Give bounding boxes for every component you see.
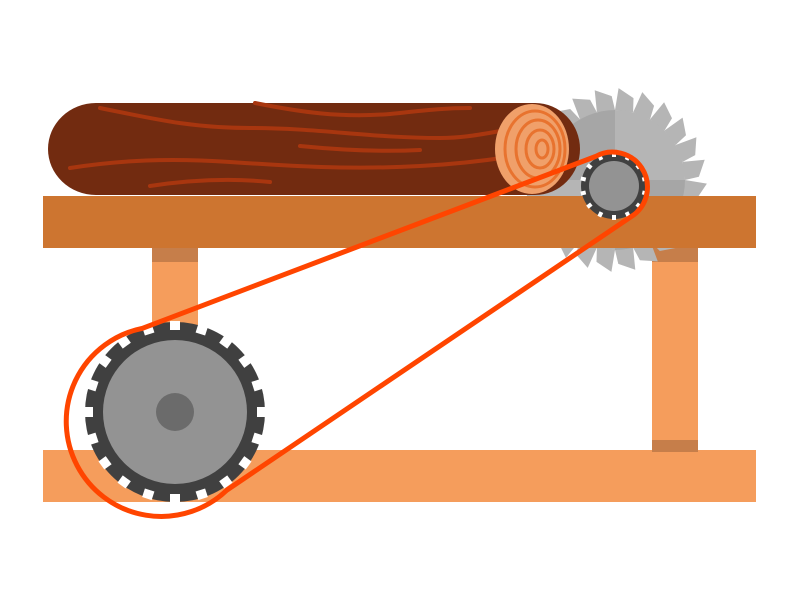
drive-pulley-notch — [219, 475, 233, 489]
drive-pulley-notch — [219, 335, 233, 349]
drive-pulley-notch — [98, 354, 112, 368]
drive-belt-icon — [63, 149, 650, 519]
wood-log-icon — [48, 101, 580, 195]
blade-pulley-notch — [597, 211, 604, 218]
right-leg-cap — [652, 248, 698, 262]
left-leg-cap — [152, 248, 198, 262]
drive-pulley-notch — [170, 321, 180, 330]
drive-pulley-notch — [98, 456, 112, 470]
drive-pulley-notch — [238, 354, 252, 368]
table-top — [43, 196, 756, 248]
drive-pulley-notch — [251, 432, 264, 445]
blade-pulley-notch — [612, 215, 616, 220]
drive-pulley-icon — [84, 321, 266, 503]
drive-pulley-notch — [195, 323, 208, 336]
drive-pulley-notch — [86, 432, 99, 445]
drive-pulley-hub — [156, 393, 194, 431]
drive-pulley-notch — [195, 488, 208, 501]
right-leg-foot-cap — [652, 440, 698, 452]
blade-pulley-notch — [586, 202, 593, 209]
drive-pulley-notch — [257, 407, 266, 417]
blade-pulley-icon — [580, 152, 648, 220]
blade-pulley-notch — [580, 176, 587, 182]
drive-pulley-notch — [238, 456, 252, 470]
blade-pulley-notch — [586, 163, 593, 170]
drive-pulley-notch — [117, 335, 131, 349]
drive-pulley-notch — [86, 379, 99, 392]
blade-pulley-notch — [580, 190, 587, 196]
drive-pulley-notch — [84, 407, 93, 417]
drive-pulley-notch — [251, 379, 264, 392]
drive-pulley-notch — [142, 488, 155, 501]
drive-pulley-notch — [170, 494, 180, 503]
right-leg — [652, 248, 698, 458]
drive-pulley-notch — [117, 475, 131, 489]
log-grain — [68, 101, 522, 188]
